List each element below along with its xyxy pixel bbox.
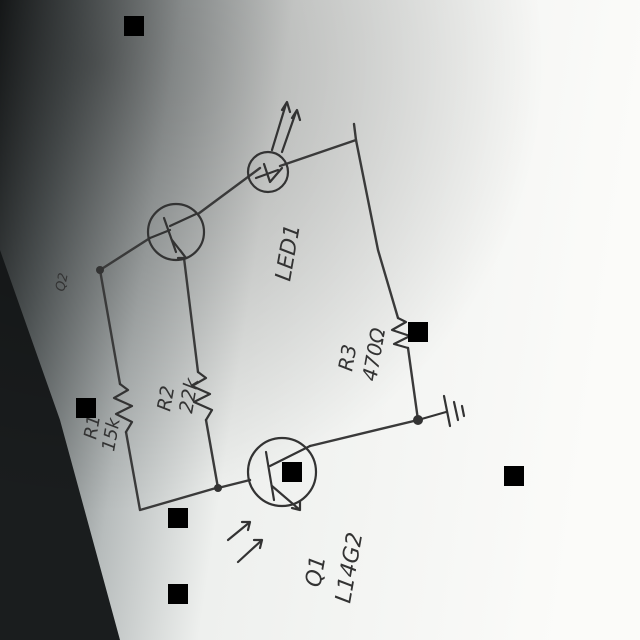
label-r2: R2 [153,384,179,413]
label-q1: Q1 [301,554,331,589]
resistor-r1-symbol [112,382,134,434]
label-q2: Q2 [53,272,72,293]
junction-dot [96,266,104,274]
led-symbol [246,100,302,194]
transistor-q1-symbol [214,436,318,564]
transistor-q2-symbol [146,202,206,262]
resistor-r2-symbol [190,370,214,422]
ground-symbol [413,394,466,428]
wires [98,122,420,512]
label-r1: R1 [80,414,105,441]
resistor-r3-symbol [390,316,412,350]
label-r3: R3 [333,342,361,372]
redaction-squares [76,16,524,604]
